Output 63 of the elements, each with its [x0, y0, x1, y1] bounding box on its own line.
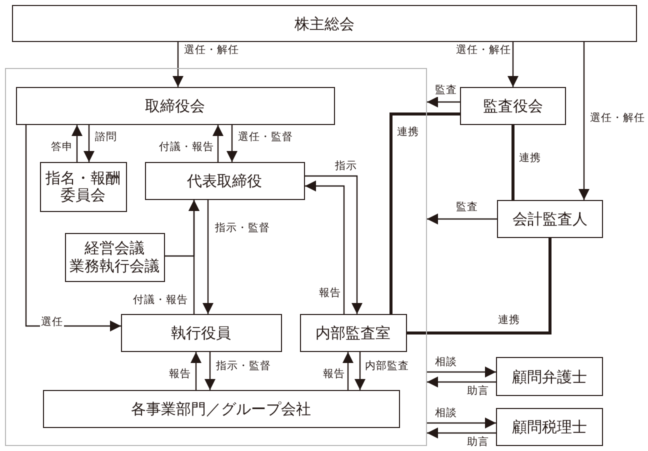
connector-line: [512, 125, 514, 200]
arrow: [427, 376, 496, 388]
edge-label: 付議・報告: [158, 141, 215, 154]
arrow: [165, 200, 200, 257]
arrow: [204, 352, 216, 390]
edge-label: 指示: [334, 160, 358, 173]
edge-label: 選任・監督: [237, 131, 294, 144]
edge-label: 選任: [40, 316, 64, 329]
edge-label: 相談: [434, 407, 458, 420]
edge-label: 内部監査: [364, 360, 410, 373]
arrow: [508, 42, 518, 87]
arrow: [212, 125, 224, 162]
edge-label: 選任・解任: [455, 44, 512, 57]
group-frame: [5, 68, 427, 446]
arrow: [427, 96, 460, 108]
org-box: 執行役員: [120, 314, 282, 352]
edge-label: 助言: [466, 385, 490, 398]
connector-line: [390, 112, 460, 314]
org-box: 内部監査室: [300, 314, 406, 352]
arrow: [72, 125, 82, 162]
org-box: 顧問弁護士: [496, 357, 603, 396]
edge-label: 指示・監督: [214, 222, 271, 235]
edge-label: 報告: [318, 287, 342, 300]
edge-label: 助言: [466, 436, 490, 449]
edge-label: 連携: [518, 152, 542, 165]
arrow: [427, 214, 497, 224]
edge-label: 監査: [455, 201, 479, 214]
arrow: [226, 125, 238, 162]
org-box: 取締役会: [16, 86, 334, 124]
org-box: 顧問税理士: [496, 408, 603, 446]
org-box: 経営会議 業務執行会議: [64, 232, 164, 282]
org-box: 指名・報酬委員会: [40, 162, 126, 212]
edge-label: 指示・監督: [215, 360, 272, 373]
arrow: [578, 42, 590, 200]
edge-label: 報告: [168, 368, 192, 381]
org-box: 各事業部門／グループ会社: [42, 390, 400, 428]
edge-label: 連携: [396, 126, 420, 139]
edge-label: 報告: [322, 368, 346, 381]
connector-line: [407, 238, 552, 334]
edge-label: 選任・解任: [589, 112, 646, 125]
edge-label: 相談: [434, 356, 458, 369]
edge-label: 監査: [434, 84, 458, 97]
arrow: [84, 125, 94, 162]
org-box: 代表取締役: [144, 162, 304, 200]
org-box: 株主総会: [12, 5, 637, 42]
edge-label: 付議・報告: [132, 294, 189, 307]
org-box: 監査役会: [460, 87, 566, 125]
edge-label: 諮問: [94, 131, 118, 144]
arrow: [25, 125, 121, 332]
org-box: 会計監査人: [497, 200, 603, 238]
arrow: [427, 366, 496, 378]
arrow: [427, 418, 496, 428]
arrow: [190, 352, 202, 390]
arrow: [427, 428, 496, 438]
edge-label: 選任・解任: [183, 44, 240, 57]
arrow: [305, 180, 345, 314]
arrow: [342, 352, 354, 390]
arrow: [172, 42, 184, 87]
arrow: [202, 200, 214, 314]
edge-label: 答申: [50, 141, 74, 154]
edge-label: 連携: [497, 314, 521, 327]
arrow: [354, 352, 366, 390]
arrow: [305, 175, 362, 314]
